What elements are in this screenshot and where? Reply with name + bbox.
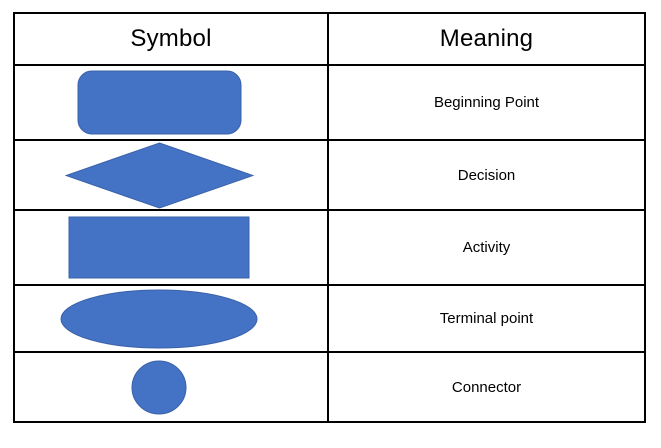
symbols-table: Symbol Meaning Beginning Point Decision (13, 12, 646, 423)
diamond-shape (64, 141, 254, 209)
circle-shape (131, 360, 187, 415)
table-row-3-meaning: Activity (329, 211, 644, 286)
rounded-rectangle-shape (77, 70, 242, 135)
column-header-symbol: Symbol (15, 14, 329, 66)
table-row-5-symbol-cell (15, 353, 329, 421)
table-row-1-symbol-cell (15, 66, 329, 141)
table-row-5-meaning: Connector (451, 378, 522, 396)
table-row-2-meaning: Decision (329, 141, 644, 211)
rectangle-shape (68, 216, 250, 279)
ellipse-shape (60, 289, 258, 349)
table-row-4-meaning: Terminal point (329, 286, 644, 353)
table-row-3-symbol-cell (15, 211, 329, 286)
table-row-1-meaning: Beginning Point (329, 66, 644, 141)
column-header-meaning: Meaning (329, 14, 644, 66)
table-row-4-symbol-cell (15, 286, 329, 353)
table-row-2-symbol-cell (15, 141, 329, 211)
